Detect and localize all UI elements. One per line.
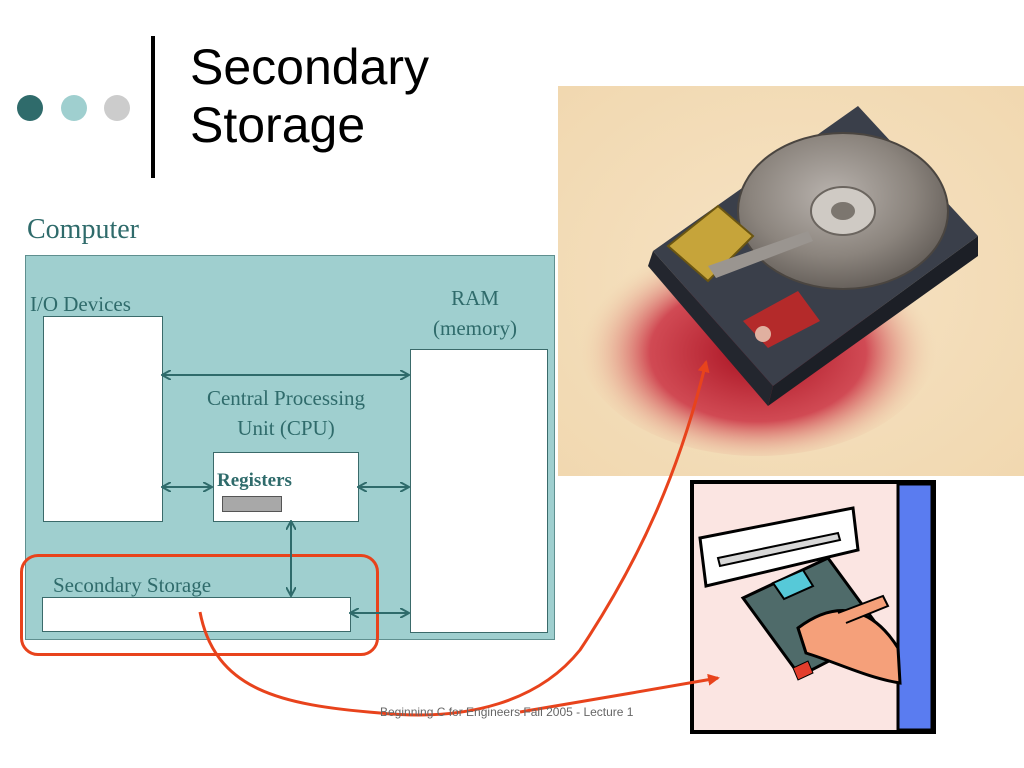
bullet-dot-teal: [61, 95, 87, 121]
secondary-storage-box: [42, 597, 351, 632]
registers-label: Registers: [217, 470, 292, 491]
bullet-dot-grey: [104, 95, 130, 121]
ram-label-line-1: RAM: [451, 286, 499, 310]
hard-drive-image: [558, 86, 1024, 476]
ram-label-line-2: (memory): [433, 316, 517, 340]
arrow-to-hard-drive: [198, 360, 710, 717]
io-devices-box: [43, 316, 163, 522]
cpu-label: Central Processing Unit (CPU): [175, 383, 397, 443]
title-line-2: Storage: [190, 97, 366, 153]
slide-title: Secondary Storage: [190, 38, 429, 154]
hard-drive-icon: [558, 86, 1024, 476]
computer-label: Computer: [27, 214, 139, 245]
cpu-label-line-1: Central Processing: [206, 386, 366, 410]
ram-label: RAM (memory): [410, 283, 540, 343]
secondary-storage-label: Secondary Storage: [53, 573, 212, 597]
cpu-label-line-2: Unit (CPU): [237, 416, 335, 440]
title-line-1: Secondary: [190, 39, 430, 95]
register-cell: [222, 496, 282, 512]
floppy-disk-image: [688, 478, 938, 736]
arrow-to-floppy: [519, 673, 720, 714]
title-divider: [151, 36, 155, 178]
ram-box: [410, 349, 548, 633]
floppy-disk-icon: [690, 480, 936, 734]
bullet-dot-dark: [17, 95, 43, 121]
secondary-storage-highlight: [20, 554, 379, 656]
io-devices-label: I/O Devices: [30, 292, 131, 316]
slide-footer: Beginning C for Engineers Fall 2005 - Le…: [380, 705, 634, 719]
